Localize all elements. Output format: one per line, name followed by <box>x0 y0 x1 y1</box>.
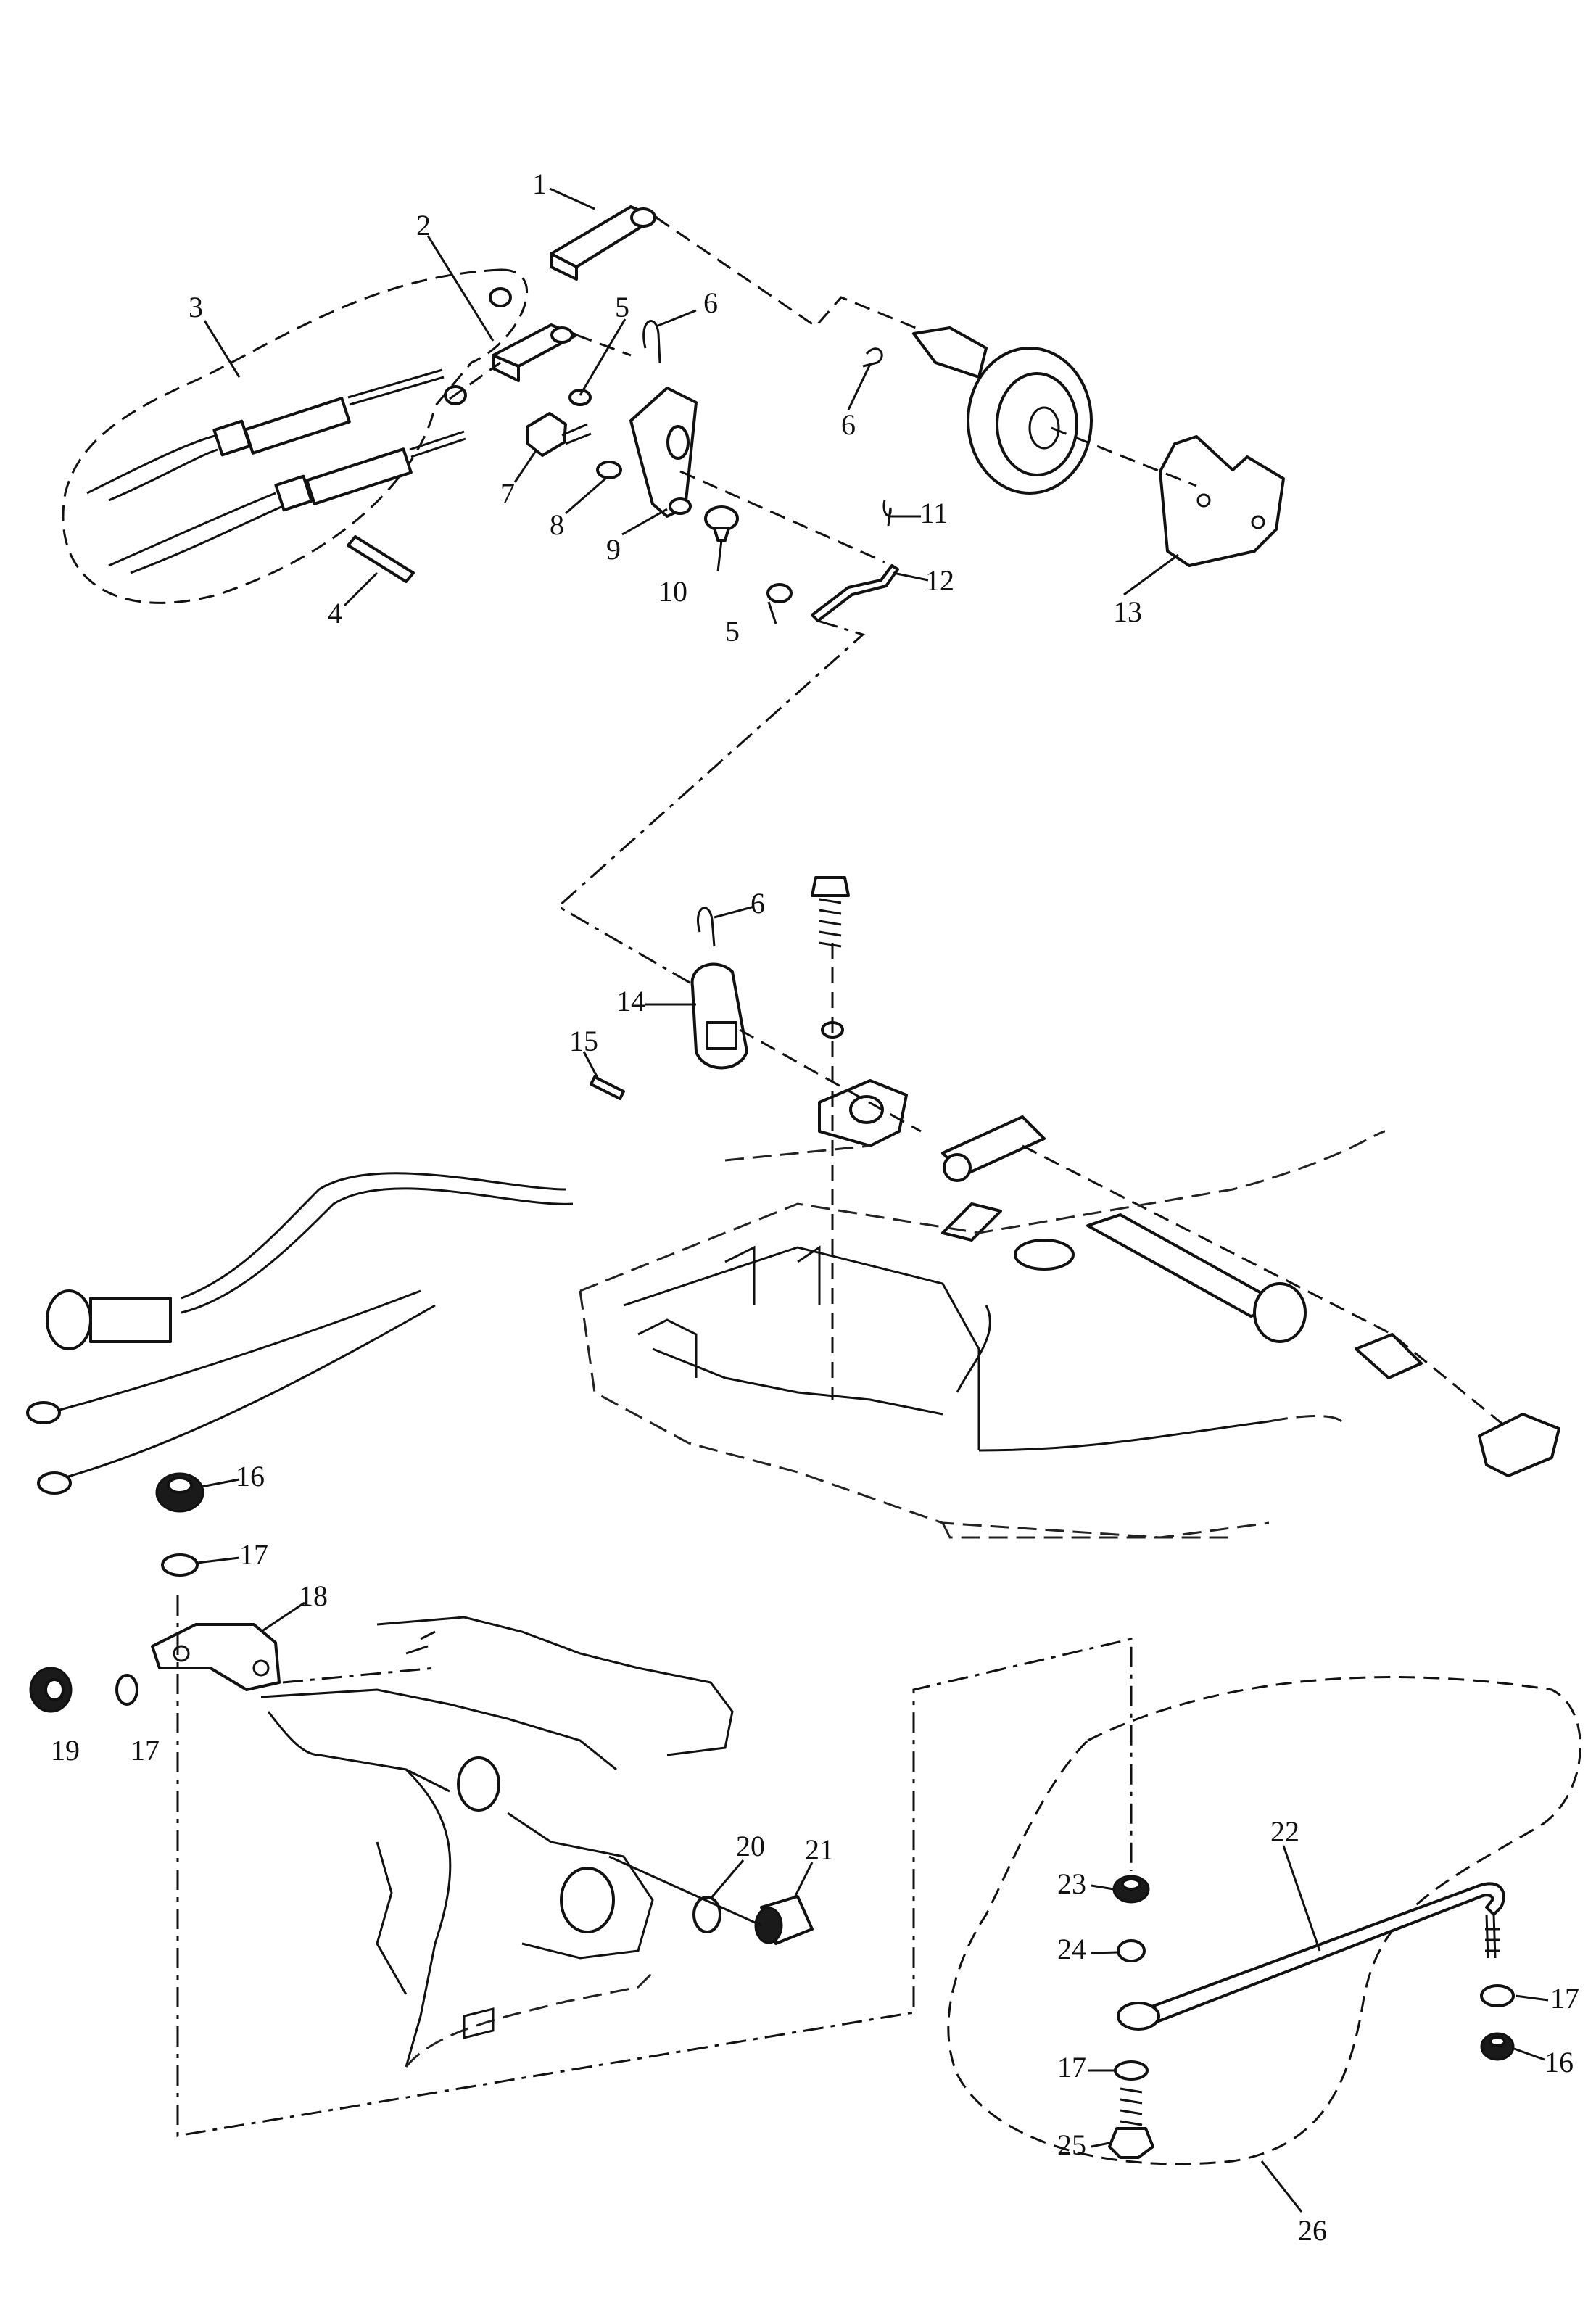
callout-19: 19 <box>51 1734 80 1767</box>
callout-18: 18 <box>299 1580 328 1612</box>
cable-end-2 <box>492 323 578 382</box>
callout-5a: 5 <box>615 291 629 323</box>
cotter-pin-6a <box>642 320 661 363</box>
callout-17a: 17 <box>239 1538 268 1571</box>
connector-frame <box>176 1595 1133 2137</box>
callout-5b: 5 <box>725 615 740 648</box>
callout-14: 14 <box>616 985 645 1017</box>
leader-lines <box>197 187 1549 2213</box>
callout-13: 13 <box>1113 595 1142 628</box>
connector-line-8 <box>1022 1144 1509 1430</box>
connector-line-4 <box>1051 426 1197 487</box>
cable-assembly-outline <box>62 268 529 604</box>
o-ring-20 <box>692 1896 721 1933</box>
hex-nut-23 <box>1112 1875 1150 1904</box>
throttle-cam-assembly <box>912 326 1093 495</box>
clamp-bolt <box>811 876 850 1039</box>
callout-25: 25 <box>1057 2128 1086 2161</box>
callout-6c: 6 <box>751 887 765 920</box>
callout-23: 23 <box>1057 1867 1086 1900</box>
callout-21: 21 <box>805 1833 834 1866</box>
cable-end-1 <box>550 205 658 281</box>
pin-10 <box>704 505 739 542</box>
callout-9: 9 <box>606 533 621 566</box>
callout-8: 8 <box>550 508 564 541</box>
wire-harness <box>26 1172 574 1495</box>
washer-17c <box>1114 2060 1149 2081</box>
engine-base-outline <box>579 1130 1386 1539</box>
callout-11: 11 <box>920 497 948 529</box>
callout-17b: 17 <box>131 1734 160 1767</box>
callout-10: 10 <box>658 575 687 608</box>
hex-nut-16b <box>1480 2032 1515 2061</box>
cable-nut-upper <box>489 287 512 307</box>
callout-labels: 1 2 3 4 5 6 6 7 8 9 10 11 12 5 13 6 14 1… <box>51 168 1579 2247</box>
washer-8 <box>596 461 622 479</box>
shift-shaft <box>941 1115 1560 1477</box>
connector-line-7 <box>739 1028 922 1133</box>
callout-2: 2 <box>416 209 431 241</box>
callout-6b: 6 <box>841 408 856 441</box>
callout-6a: 6 <box>703 286 718 319</box>
cotter-pin-6c <box>697 907 716 947</box>
hex-nut-16a <box>155 1472 204 1513</box>
callout-1: 1 <box>532 168 547 200</box>
callout-15: 15 <box>569 1025 598 1057</box>
callout-22: 22 <box>1270 1815 1299 1848</box>
connector-line-6 <box>449 361 501 400</box>
cable-upper <box>86 368 445 502</box>
connector-line-10 <box>608 1855 762 1927</box>
shift-rod-22 <box>1117 1882 1505 2031</box>
callout-4: 4 <box>328 597 342 629</box>
washer-17b <box>115 1674 138 1706</box>
callout-24: 24 <box>1057 1933 1086 1965</box>
washer-17a <box>161 1553 199 1577</box>
callout-20: 20 <box>736 1830 765 1862</box>
callout-16b: 16 <box>1545 2046 1574 2078</box>
plate-hole <box>1251 515 1265 529</box>
link-rod-12 <box>811 564 899 622</box>
connector-line-2 <box>576 334 632 357</box>
callout-17d: 17 <box>1550 1982 1579 2015</box>
callout-12: 12 <box>925 564 954 597</box>
callout-26: 26 <box>1298 2214 1327 2247</box>
hex-nut-19 <box>29 1667 73 1713</box>
bolt-25 <box>1108 2087 1154 2159</box>
washer-17d <box>1480 1984 1515 2007</box>
cotter-pin-6b <box>862 347 883 368</box>
callout-17c: 17 <box>1057 2051 1086 2084</box>
cable-lower <box>108 430 466 574</box>
spacer-24 <box>1117 1939 1146 1962</box>
lever-14 <box>690 962 748 1070</box>
swivel-bracket-body <box>260 1616 734 2068</box>
bushing-21 <box>754 1895 814 1945</box>
bolt-7 <box>526 412 592 457</box>
clamp-hole <box>849 1095 884 1124</box>
clip-11 <box>882 500 892 527</box>
callout-16a: 16 <box>236 1460 265 1492</box>
callout-3: 3 <box>189 291 203 323</box>
pin-15 <box>590 1075 625 1100</box>
lever-9 <box>629 387 698 518</box>
connector-line-1 <box>656 216 922 331</box>
connector-line-3 <box>679 470 885 563</box>
connector-line-11 <box>282 1667 436 1684</box>
washer-5a <box>568 389 592 406</box>
washer-5b <box>766 583 793 603</box>
bracket-18 <box>151 1623 281 1691</box>
plate-13 <box>1159 435 1285 567</box>
shift-rod-kit-outline <box>947 1676 1581 2165</box>
callout-7: 7 <box>500 477 515 510</box>
cable-clip-icon <box>347 535 415 583</box>
plate-hole <box>1196 493 1211 508</box>
